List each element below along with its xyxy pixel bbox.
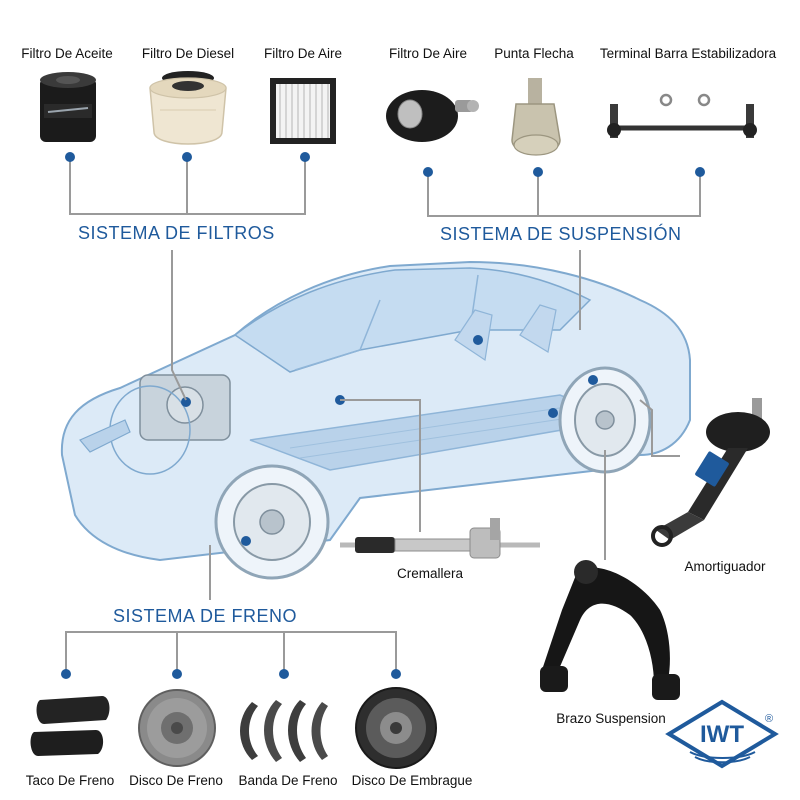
part-label-rack: Cremallera	[397, 566, 464, 581]
part-label-brake-disc: Disco De Freno	[129, 773, 223, 788]
diesel-filter-icon	[149, 71, 227, 145]
filters-system-title: SISTEMA DE FILTROS	[78, 223, 275, 243]
part-label-brake-pads: Taco De Freno	[26, 773, 115, 788]
stabilizer-link-icon	[607, 93, 757, 138]
logo-diamond	[665, 699, 779, 769]
part-label-control-arm: Brazo Suspension	[556, 711, 666, 726]
part-label-shock: Amortiguador	[684, 559, 766, 574]
connector-lines	[65, 160, 701, 672]
brakes-system-title: SISTEMA DE FRENO	[113, 606, 297, 626]
logo-text: IWT	[700, 721, 744, 748]
ball-joint-icon	[386, 90, 479, 142]
part-label-air-filter: Filtro De Aire	[264, 46, 342, 61]
part-label-suspension-air-filter: Filtro De Aire	[389, 46, 467, 61]
rear-axle-marker	[548, 408, 558, 418]
part-label-diesel-filter: Filtro De Diesel	[142, 46, 234, 61]
brake-pads-icon	[30, 696, 110, 756]
registered-mark: ®	[765, 713, 773, 725]
brake-disc-icon	[138, 689, 216, 767]
rear-suspension-marker	[588, 375, 598, 385]
front-brake-marker	[241, 536, 251, 546]
car-greenhouse	[233, 267, 592, 373]
cabin-marker	[473, 335, 483, 345]
front-wheel	[214, 464, 330, 580]
part-label-brake-shoes: Banda De Freno	[238, 773, 337, 788]
brake-shoes-icon	[240, 700, 328, 762]
connector-dots	[61, 152, 705, 679]
car-xray-illustration	[60, 260, 691, 580]
part-label-cv-joint: Punta Flecha	[494, 46, 574, 61]
control-arm-icon	[540, 560, 680, 700]
cv-joint-icon	[511, 78, 561, 156]
steering-rack-icon	[340, 518, 540, 559]
engine-marker	[181, 397, 191, 407]
suspension-system-title: SISTEMA DE SUSPENSIÓN	[440, 223, 682, 244]
oil-filter-icon	[40, 72, 96, 142]
brand-logo: IWT ®	[665, 699, 779, 769]
part-label-clutch-disc: Disco De Embrague	[352, 773, 473, 788]
air-filter-icon	[270, 78, 336, 144]
shock-absorber-icon	[651, 398, 770, 547]
part-label-stabilizer-link: Terminal Barra Estabilizadora	[600, 46, 777, 61]
part-label-oil-filter: Filtro De Aceite	[21, 46, 113, 61]
clutch-disc-icon	[355, 687, 437, 769]
